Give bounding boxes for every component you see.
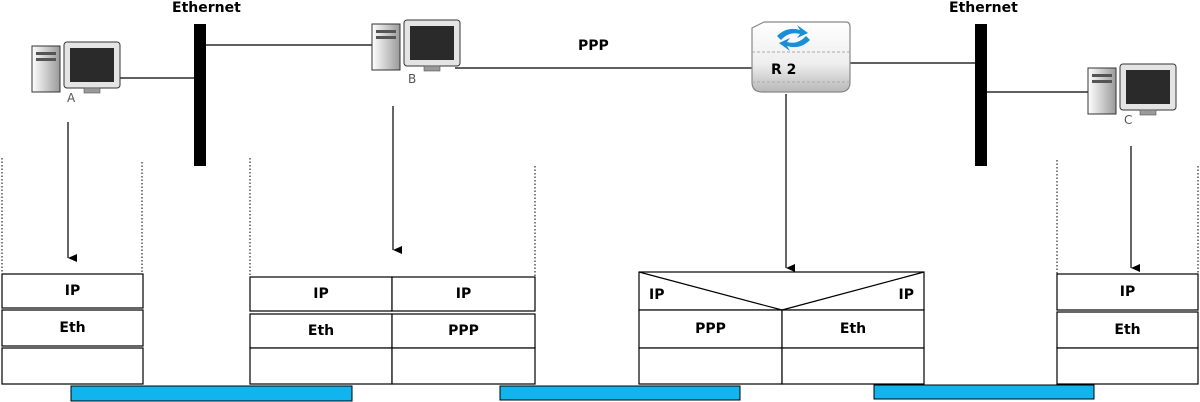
- router-icon: [751, 21, 851, 93]
- computer-a-icon: [31, 41, 121, 94]
- host-a-ip-cell: IP: [64, 283, 81, 299]
- dotted-separators: [1, 158, 1199, 276]
- medium-bar-ppp: [499, 385, 741, 401]
- ppp-label: PPP: [578, 38, 609, 54]
- host-b-label: B: [408, 72, 417, 86]
- router-link-right-cell: Eth: [839, 321, 867, 337]
- medium-bar-ethernet-left: [70, 385, 353, 402]
- host-b-link-left-cell: Eth: [307, 323, 335, 339]
- ethernet-bus-right: [975, 24, 987, 166]
- computer-c-icon: [1087, 63, 1177, 116]
- stack-router: [638, 271, 925, 385]
- host-b-link-right-cell: PPP: [448, 323, 479, 339]
- router-ip-diagonal-left: [638, 271, 783, 311]
- ethernet-right-label: Ethernet: [949, 0, 1018, 16]
- stack-host-c: [1056, 273, 1199, 385]
- computer-b-icon: [371, 19, 461, 72]
- stack-host-a: [1, 273, 144, 385]
- ethernet-bus-left: [194, 24, 206, 166]
- host-c-link-cell: Eth: [1114, 322, 1141, 338]
- host-c-ip-cell: IP: [1119, 284, 1136, 300]
- ethernet-left-label: Ethernet: [172, 0, 241, 16]
- medium-bar-ethernet-right: [873, 384, 1095, 400]
- router-ip-right-cell: IP: [898, 287, 914, 303]
- host-a-link-cell: Eth: [59, 320, 86, 336]
- router-ip-diagonal-right: [781, 271, 925, 311]
- stack-host-b: [249, 276, 536, 385]
- host-c-label: C: [1124, 113, 1133, 127]
- router-label: R 2: [771, 62, 797, 78]
- router-ip-left-cell: IP: [649, 287, 665, 303]
- host-b-ip-right-cell: IP: [455, 286, 472, 302]
- host-b-ip-left-cell: IP: [313, 286, 329, 302]
- router-link-left-cell: PPP: [695, 321, 726, 337]
- host-a-label: A: [67, 91, 76, 105]
